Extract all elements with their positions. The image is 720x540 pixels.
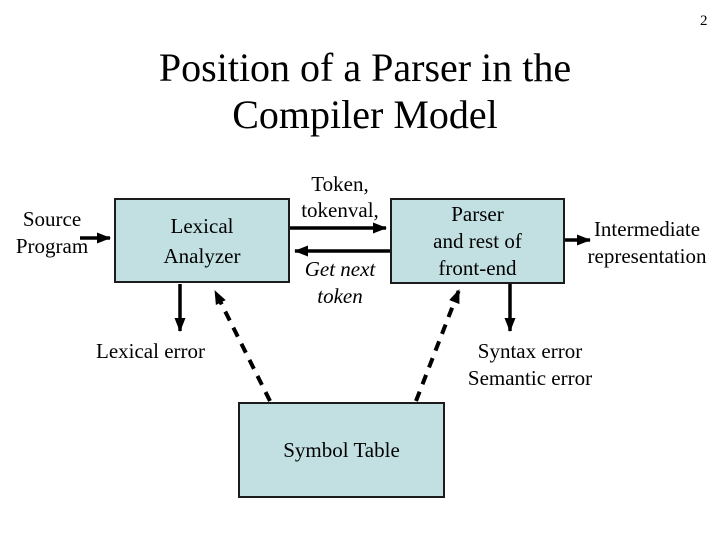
token-line1: Token,	[311, 172, 369, 196]
get-next-token-label: Get next token	[292, 256, 388, 310]
dashed-arrow-symbol-to-parser	[414, 289, 461, 402]
syntax-error-line: Syntax error	[477, 339, 583, 363]
lexical-analyzer-line1: Lexical	[170, 213, 234, 238]
intermediate-line2: representation	[587, 244, 707, 268]
semantic-error-line: Semantic error	[467, 366, 593, 390]
symbol-table-label: Symbol Table	[283, 438, 400, 462]
parser-line2: and rest of	[433, 228, 522, 253]
dashed-arrow-symbol-to-lexical	[213, 290, 272, 402]
lexical-analyzer-label: Lexical Analyzer	[164, 211, 241, 271]
get-next-line2: token	[317, 284, 363, 308]
lexical-analyzer-box: Lexical Analyzer	[114, 198, 290, 283]
intermediate-representation-label: Intermediate representation	[577, 216, 717, 270]
source-program-label: Source Program	[0, 206, 104, 260]
source-program-line1: Source	[22, 207, 82, 231]
page-number: 2	[700, 13, 708, 29]
slide-title-line1: Position of a Parser in the	[158, 45, 572, 90]
symbol-table-box: Symbol Table	[238, 402, 445, 498]
parser-label: Parser and rest of front-end	[433, 201, 522, 282]
token-tokenval-label: Token, tokenval,	[292, 171, 388, 223]
slide-title-line2: Compiler Model	[232, 92, 498, 137]
lexical-error-label: Lexical error	[96, 339, 206, 363]
slide-title: Position of a Parser in the Compiler Mod…	[20, 44, 710, 138]
intermediate-line1: Intermediate	[593, 217, 701, 241]
get-next-line1: Get next	[304, 257, 376, 281]
token-line2: tokenval,	[301, 198, 379, 222]
parser-box: Parser and rest of front-end	[390, 198, 565, 284]
parser-line1: Parser	[451, 201, 504, 226]
source-program-line2: Program	[15, 234, 89, 258]
syntax-semantic-error-label: Syntax error Semantic error	[455, 338, 605, 392]
parser-line3: front-end	[438, 255, 517, 280]
lexical-analyzer-line2: Analyzer	[163, 243, 241, 268]
